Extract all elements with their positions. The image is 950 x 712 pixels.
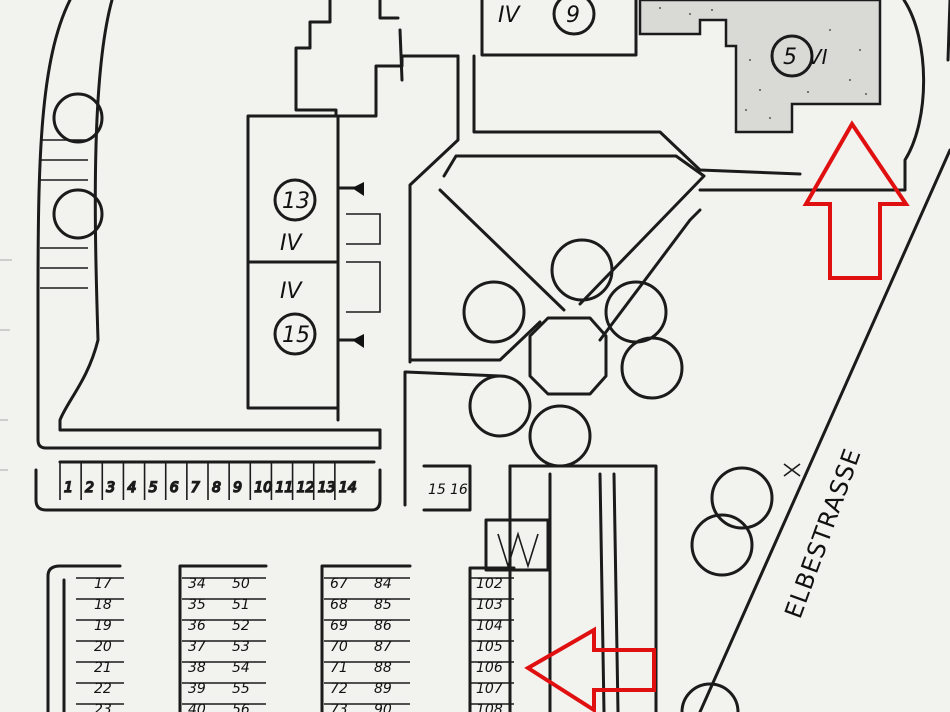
parking-stall-number: 55 [232, 681, 250, 697]
parking-stall-number: 40 [188, 702, 206, 712]
left-driveway [36, 0, 382, 450]
central-plaza [404, 154, 774, 712]
tree [690, 513, 754, 577]
street-label: ELBESTRASSE [779, 444, 866, 622]
parking-stall-number: 36 [188, 618, 206, 634]
building-9: IV 9 [480, 0, 638, 57]
parking-stall-number: 10 [254, 480, 272, 496]
building-outline-north [294, 0, 460, 118]
parking-stall-number: 5 [149, 480, 158, 496]
parking-stall-number: 89 [374, 681, 392, 697]
red-arrows [524, 120, 910, 712]
parking-stall-number: 20 [94, 639, 112, 655]
building-15-number: 15 [282, 323, 310, 348]
parking-stall-number: 72 [330, 681, 348, 697]
parking-stall-number: 104 [476, 618, 503, 634]
building-5-floors: VI [808, 45, 828, 69]
paper-noise [0, 259, 12, 471]
building-5-number: 5 [783, 45, 797, 70]
tree [52, 92, 104, 144]
parking-stall-number: 35 [188, 597, 206, 613]
parking-stall-number: 107 [476, 681, 503, 697]
octagon-plaza [528, 316, 608, 396]
parking-stall-number: 52 [232, 618, 250, 634]
parking-stall-number: 11 [275, 480, 293, 496]
parking-stall-number: 9 [233, 480, 242, 496]
parking-stall-number: 13 [318, 480, 336, 496]
tree [52, 188, 104, 240]
parking-stripes-left [40, 139, 88, 289]
parking-stall-number: 71 [330, 660, 348, 676]
parking-stall-number: 1 [64, 480, 73, 496]
building-13-floors: IV [280, 231, 303, 256]
parking-stall-number: 19 [94, 618, 112, 634]
dot-pattern [659, 7, 867, 119]
parking-stall-number: 23 [94, 702, 112, 712]
parking-stall-number: 73 [330, 702, 348, 712]
parking-stall-number: 69 [330, 618, 348, 634]
parking-stall-number: 87 [374, 639, 392, 655]
parking-stall-number: 14 [339, 480, 357, 496]
parking-stall-number: 105 [476, 639, 503, 655]
building-5: 5 VI [638, 0, 882, 134]
parking-stall-number: 38 [188, 660, 206, 676]
parking-stall-number: 51 [232, 597, 250, 613]
parking-stall-number: 4 [127, 480, 136, 496]
parking-stall-number: 86 [374, 618, 392, 634]
parking-stall-number: 18 [94, 597, 112, 613]
parking-stall-number: 84 [374, 576, 392, 592]
parking-blocks-south: 17 18 19 20 21 22 23 34 35 36 37 38 39 40 50 51 52 53 54 55… [46, 564, 516, 712]
parking-stall-number: 102 [476, 576, 503, 592]
parking-stall-number: 85 [374, 597, 392, 613]
parking-stall-number: 37 [188, 639, 206, 655]
parking-stall-number: 6 [170, 480, 179, 496]
tree [680, 682, 740, 712]
building-13-number: 13 [282, 189, 310, 214]
parking-stall-number: 8 [212, 480, 221, 496]
left-arrow-icon [524, 626, 656, 712]
tree [710, 466, 774, 530]
parking-stall-number: 50 [232, 576, 250, 592]
parking-stall-number: 21 [94, 660, 112, 676]
parking-stall-number: 39 [188, 681, 206, 697]
building-9-floors: IV [498, 3, 521, 28]
parking-stall-number: 15 [428, 482, 446, 498]
parking-stall-number: 67 [330, 576, 348, 592]
parking-stall-number: 68 [330, 597, 348, 613]
parking-stall-number: 12 [297, 480, 315, 496]
parking-stall-number: 88 [374, 660, 392, 676]
parking-stall-number: 70 [330, 639, 348, 655]
parking-stall-number: 56 [232, 702, 250, 712]
parking-stall-number: 16 [450, 482, 468, 498]
building-13-15: 13 IV IV 15 [246, 114, 381, 422]
up-arrow-icon [802, 120, 910, 280]
parking-stall-number: 3 [106, 480, 115, 496]
lower-structures [484, 464, 658, 712]
parking-stall-number: 106 [476, 660, 503, 676]
parking-stall-number: 34 [188, 576, 206, 592]
building-9-number: 9 [566, 3, 580, 28]
parking-stall-number: 108 [476, 702, 503, 712]
building-15-floors: IV [280, 279, 303, 304]
parking-stall-number: 103 [476, 597, 503, 613]
parking-stall-number: 53 [232, 639, 250, 655]
parking-stall-number: 90 [374, 702, 392, 712]
parking-stall-number: 2 [85, 480, 94, 496]
parking-stall-number: 54 [232, 660, 250, 676]
parking-stall-number: 7 [191, 480, 200, 496]
parking-stall-number: 22 [94, 681, 112, 697]
parking-stall-number: 17 [94, 576, 112, 592]
